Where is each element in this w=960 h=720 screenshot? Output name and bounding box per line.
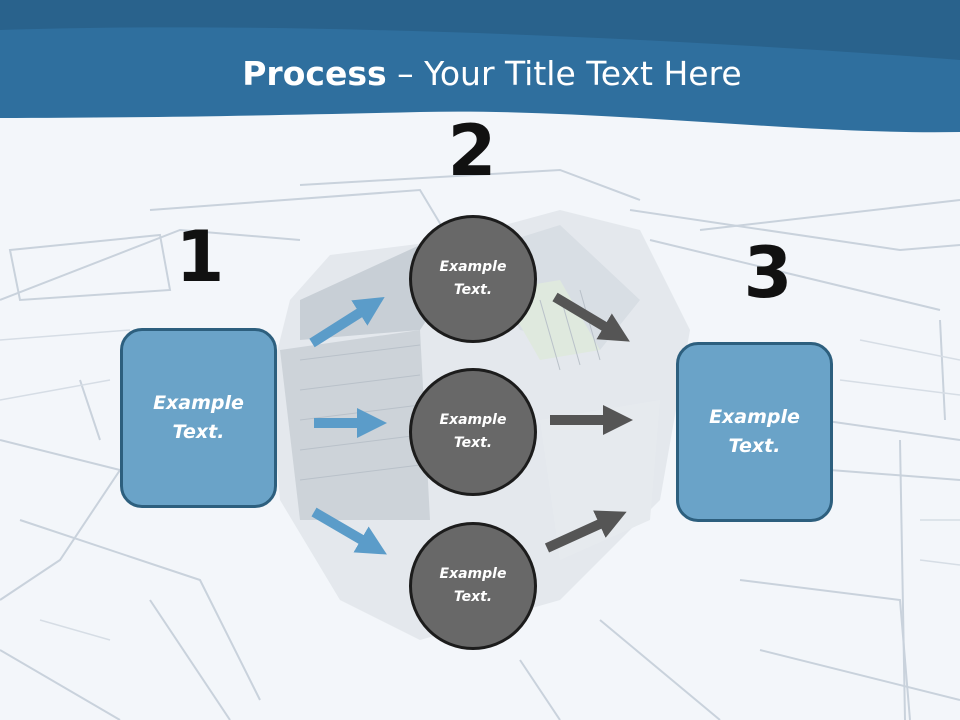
step-number-3: 3 — [743, 232, 793, 314]
step-1-box-text: Example Text. — [153, 392, 244, 443]
step-3-box-text: Example Text. — [709, 406, 800, 457]
circle-top-text: Example Text. — [439, 259, 507, 298]
step-number-2: 2 — [447, 110, 497, 192]
step-number-1: 1 — [175, 216, 225, 298]
step-2-circle-middle: Example Text. — [409, 368, 537, 496]
arrow-top-to-right — [552, 292, 630, 342]
arrow-left-to-top — [309, 296, 385, 348]
title-bold: Process — [242, 54, 387, 93]
circle-bottom-text: Example Text. — [439, 566, 507, 605]
step-2-circle-bottom: Example Text. — [409, 522, 537, 650]
circle-middle-text: Example Text. — [439, 412, 507, 451]
step-3-box: Example Text. — [676, 342, 833, 522]
title-rest: – Your Title Text Here — [386, 54, 742, 93]
slide-title: Process – Your Title Text Here — [0, 52, 960, 96]
arrow-left-to-bottom — [311, 507, 387, 555]
step-2-circle-top: Example Text. — [409, 215, 537, 343]
step-1-box: Example Text. — [120, 328, 277, 508]
arrow-bottom-to-right — [544, 510, 627, 553]
